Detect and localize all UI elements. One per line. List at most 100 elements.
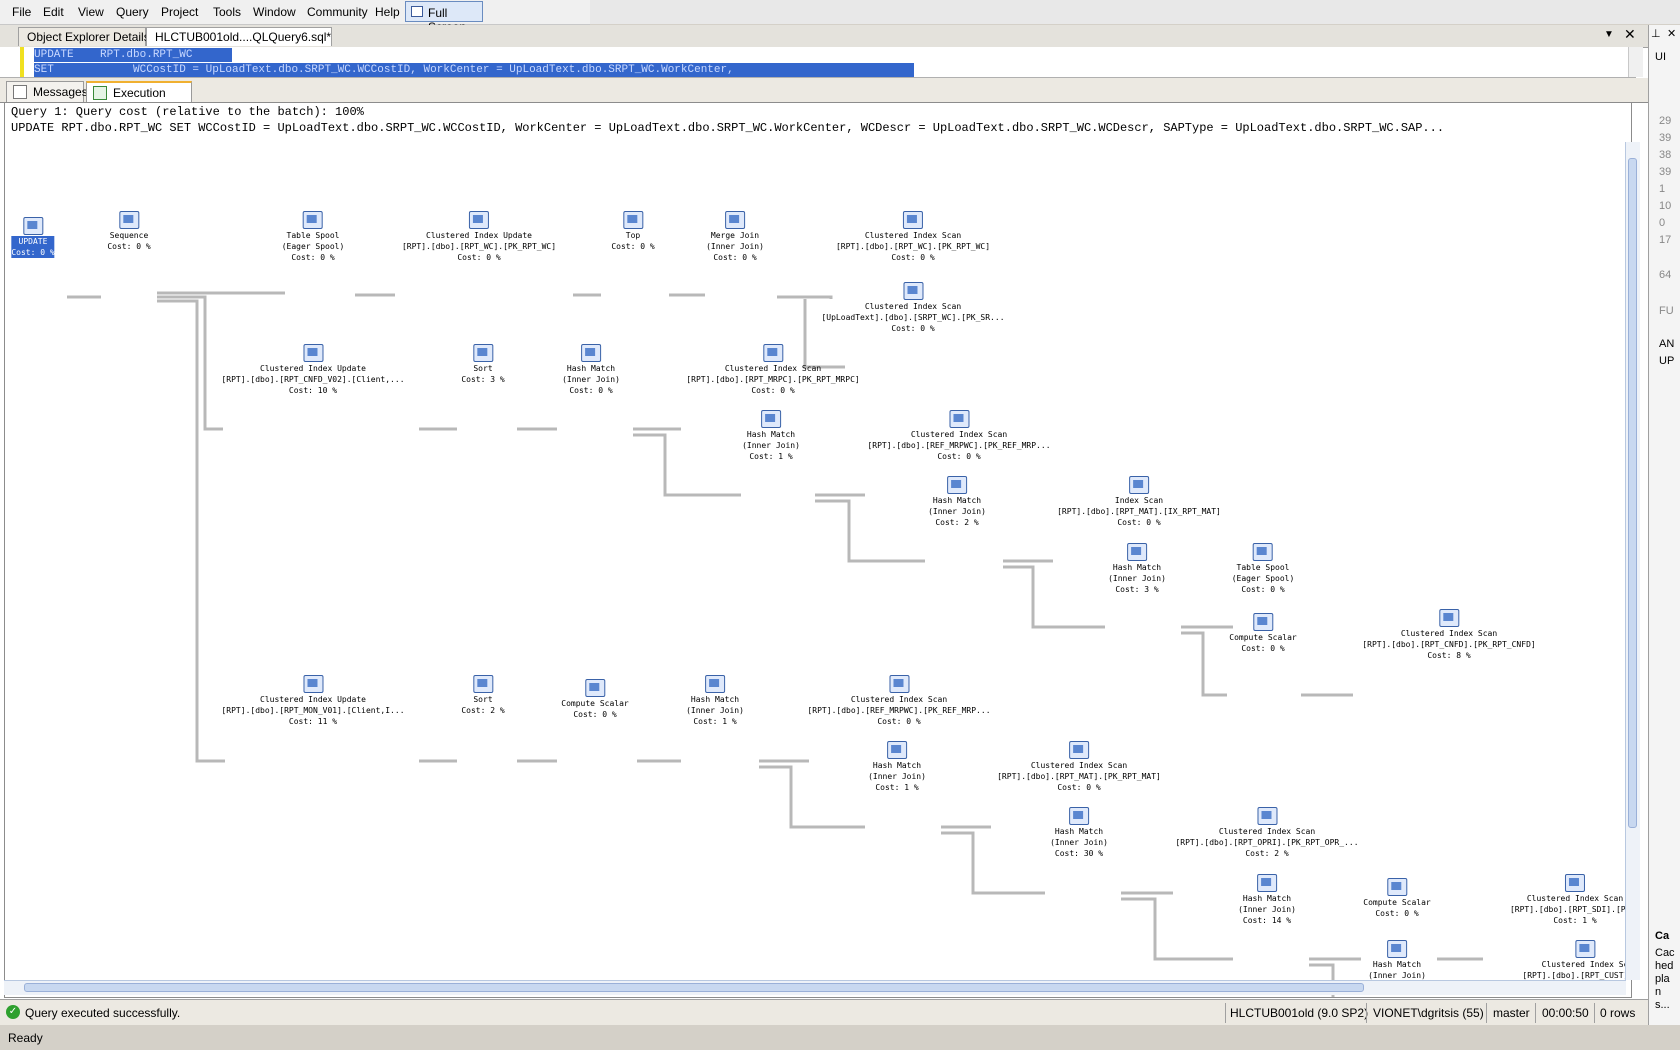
operator-label: [RPT].[dbo].[RPT_WC].[PK_RPT_WC] — [835, 242, 991, 251]
op-ci-scan-wc[interactable]: Clustered Index Scan[RPT].[dbo].[RPT_WC]… — [836, 211, 990, 263]
operator-icon — [585, 679, 605, 697]
operator-label: Cost: 0 % — [1375, 909, 1419, 918]
op-ci-scan-mrpc[interactable]: Clustered Index Scan[RPT].[dbo].[RPT_MRP… — [686, 344, 860, 396]
tab-object-explorer-details[interactable]: Object Explorer Details — [18, 27, 150, 46]
operator-icon — [1128, 476, 1149, 494]
operator-label: [RPT].[dbo].[RPT_MAT].[IX_RPT_MAT] — [1057, 507, 1221, 516]
menu-window[interactable]: Window — [253, 5, 296, 19]
operator-label: Cost: 3 % — [1115, 585, 1159, 594]
operator-label: Cost: 0 % — [1241, 585, 1285, 594]
menu-view[interactable]: View — [78, 5, 104, 19]
plan-connector — [941, 831, 1045, 895]
operator-label: Clustered Index Scan — [1030, 761, 1128, 770]
plan-vertical-scroll-thumb[interactable] — [1628, 158, 1637, 828]
full-screen-button[interactable]: Full Screen — [405, 1, 483, 34]
operator-label: Index Scan — [1114, 496, 1164, 505]
operator-icon — [303, 675, 323, 693]
operator-label: Cost: 0 % — [291, 253, 335, 262]
panel-close-icon[interactable]: ✕ — [1667, 28, 1677, 40]
operator-label: Clustered Index Sc — [1541, 960, 1629, 969]
op-hash-1[interactable]: Hash Match(Inner Join)Cost: 0 % — [562, 344, 620, 396]
op-hash-5[interactable]: Hash Match(Inner Join)Cost: 1 % — [686, 675, 744, 727]
operator-label: Cost: 1 % — [1553, 916, 1597, 925]
op-merge-join[interactable]: Merge Join(Inner Join)Cost: 0 % — [706, 211, 764, 263]
op-ci-scan-cnfd[interactable]: Clustered Index Scan[RPT].[dbo].[RPT_CNF… — [1362, 609, 1536, 661]
tab-label: Object Explorer Details — [27, 30, 150, 44]
operator-icon — [303, 344, 323, 362]
menu-edit[interactable]: Edit — [43, 5, 64, 19]
operator-icon — [762, 344, 783, 362]
op-table-spool-1[interactable]: Table Spool(Eager Spool)Cost: 0 % — [282, 211, 344, 263]
menu-query[interactable]: Query — [116, 5, 149, 19]
plan-horizontal-scroll-thumb[interactable] — [24, 983, 1364, 992]
panel-dropdown[interactable]: UI — [1655, 51, 1666, 63]
op-hash-8[interactable]: Hash Match(Inner Join)Cost: 14 % — [1238, 874, 1296, 926]
operator-label: [RPT].[dbo].[REF_MRPWC].[PK_REF_MRP... — [867, 441, 1051, 450]
op-index-scan-mat[interactable]: Index Scan [RPT].[dbo].[RPT_MAT].[IX_RPT_… — [1057, 476, 1221, 528]
op-table-spool-2[interactable]: Table Spool(Eager Spool)Cost: 0 % — [1232, 543, 1294, 595]
tab-dropdown-icon[interactable]: ▼ — [1604, 29, 1614, 40]
ready-label: Ready — [8, 1031, 43, 1045]
operator-label: Hash Match — [1054, 827, 1104, 836]
op-ci-update-mon[interactable]: Clustered Index Update[RPT].[dbo].[RPT_M… — [221, 675, 405, 727]
editor-scrollbar[interactable] — [1628, 47, 1643, 77]
op-hash-2[interactable]: Hash Match(Inner Join)Cost: 1 % — [742, 410, 800, 462]
menu-project[interactable]: Project — [161, 5, 199, 19]
op-hash-7[interactable]: Hash Match(Inner Join)Cost: 30 % — [1050, 807, 1108, 859]
sql-editor[interactable]: UPDATE RPT.dbo.RPT_WC SET WCCostID = UpL… — [0, 47, 1636, 78]
operator-label: Cost: 0 % — [573, 710, 617, 719]
execution-plan-pane[interactable]: Query 1: Query cost (relative to the bat… — [4, 102, 1632, 998]
operator-icon — [704, 675, 725, 693]
tab-messages[interactable]: Messages — [6, 81, 88, 102]
menu-community[interactable]: Community — [307, 5, 368, 19]
plan-connector — [1181, 631, 1227, 697]
operator-label: Clustered Index Scan — [1218, 827, 1316, 836]
op-ci-update-cnfd[interactable]: Clustered Index Update[RPT].[dbo].[RPT_C… — [221, 344, 405, 396]
operator-label: [RPT].[dbo].[REF_MRPWC].[PK_REF_MRP... — [807, 706, 991, 715]
panel-value: 38 — [1659, 149, 1672, 161]
plan-connector — [633, 433, 741, 497]
operator-label: Hash Match — [1112, 563, 1162, 572]
operator-label: Cost: 0 % — [569, 386, 613, 395]
plan-connector — [1121, 897, 1233, 961]
operator-label: (Inner Join) — [706, 242, 764, 251]
op-ci-scan-mat[interactable]: Clustered Index Scan[RPT].[dbo].[RPT_MAT… — [997, 741, 1161, 793]
status-elapsed: 00:00:50 — [1542, 1006, 1589, 1020]
operator-icon — [580, 344, 601, 362]
op-hash-4[interactable]: Hash Match(Inner Join)Cost: 3 % — [1108, 543, 1166, 595]
operator-label: Clustered Index Update — [260, 364, 366, 373]
panel-pin-icon[interactable]: ⊥ — [1651, 28, 1661, 40]
menu-file[interactable]: File — [12, 5, 32, 19]
menu-tools[interactable]: Tools — [213, 5, 242, 19]
op-ci-scan-sdi[interactable]: Clustered Index Scan[RPT].[dbo].[RPT_SDI… — [1510, 874, 1631, 926]
plan-connector — [803, 299, 845, 369]
close-icon[interactable]: ✕ — [1624, 26, 1636, 42]
op-hash-6[interactable]: Hash Match(Inner Join)Cost: 1 % — [868, 741, 926, 793]
tab-sql-query[interactable]: HLCTUB001old....QLQuery6.sql* — [146, 27, 332, 46]
op-ci-update-wc[interactable]: Clustered Index Update[RPT].[dbo].[RPT_W… — [402, 211, 556, 263]
operator-label: (Inner Join) — [686, 706, 744, 715]
operator-label: Cost: 1 % — [693, 717, 737, 726]
op-ci-scan-opri[interactable]: Clustered Index Scan[RPT].[dbo].[RPT_OPR… — [1175, 807, 1359, 859]
op-ci-scan-ref-mrpwc-2[interactable]: Clustered Index Scan[RPT].[dbo].[REF_MRP… — [807, 675, 991, 727]
op-hash-3[interactable]: Hash Match(Inner Join)Cost: 2 % — [928, 476, 986, 528]
operator-icon — [22, 217, 43, 235]
status-divider — [1225, 1003, 1226, 1023]
menu-help[interactable]: Help — [375, 5, 400, 19]
panel-value: 17 — [1659, 234, 1672, 246]
op-ci-scan-ref-mrpwc-1[interactable]: Clustered Index Scan[RPT].[dbo].[REF_MRP… — [867, 410, 1051, 462]
plan-connector — [157, 299, 225, 763]
operator-icon — [1438, 609, 1459, 627]
op-ci-scan-srpt-wc[interactable]: Clustered Index Scan[UpLoadText].[dbo].[… — [821, 282, 1005, 334]
query-cost-header: Query 1: Query cost (relative to the bat… — [11, 105, 364, 119]
operator-label: Cost: 0 % — [1057, 783, 1101, 792]
